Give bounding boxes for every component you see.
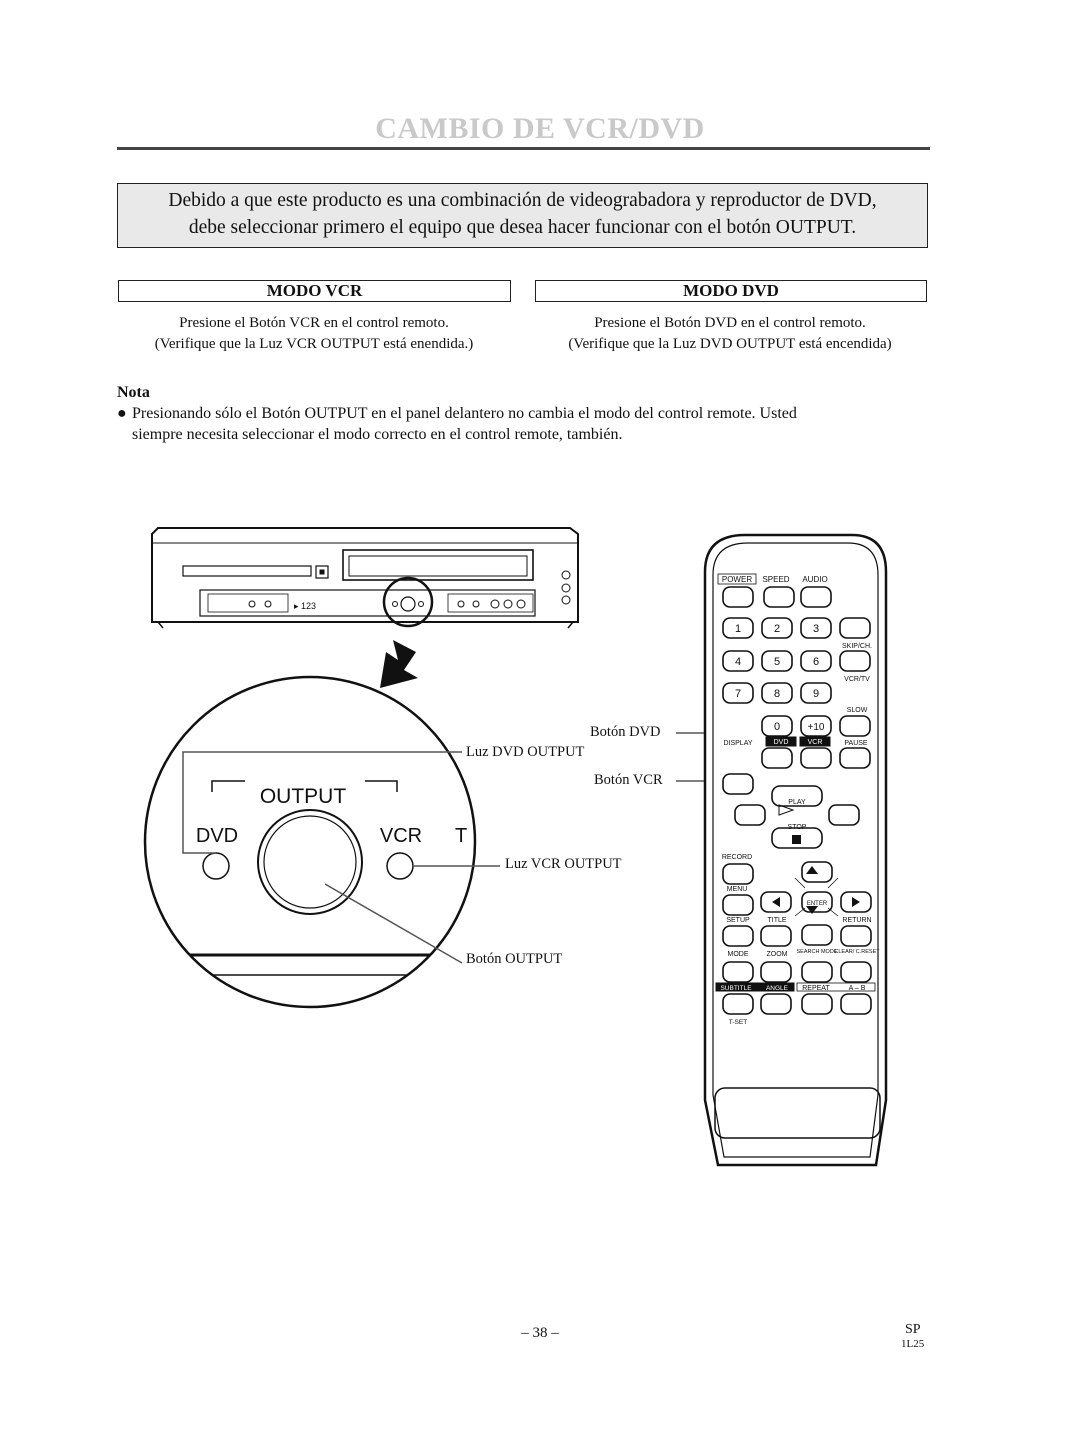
callout-boton-dvd: Botón DVD: [590, 724, 661, 740]
remote-pause: PAUSE: [844, 740, 868, 747]
remote-skip: SKIP/CH.: [842, 643, 872, 650]
modo-dvd-text: Presione el Botón DVD en el control remo…: [515, 313, 945, 355]
remote-4: 4: [735, 656, 741, 668]
remote-9: 9: [813, 688, 819, 700]
note-heading: Nota: [117, 384, 150, 401]
remote-power: POWER: [722, 575, 752, 584]
modo-vcr-line-2: (Verifique que la Luz VCR OUTPUT está en…: [154, 336, 474, 352]
remote-5: 5: [774, 656, 780, 668]
callout-boton-output: Botón OUTPUT: [466, 951, 563, 967]
modo-vcr-text: Presione el Botón VCR en el control remo…: [100, 313, 528, 355]
remote-1: 1: [735, 623, 741, 635]
zoom-dvd-label: DVD: [196, 825, 238, 847]
note-bullet: ●: [117, 405, 127, 422]
remote-audio: AUDIO: [802, 575, 827, 584]
remote-mode: MODE: [728, 951, 749, 958]
remote-play: PLAY: [788, 799, 806, 806]
remote-search-mode: SEARCH MODE: [797, 949, 838, 955]
remote-speed: SPEED: [762, 575, 789, 584]
svg-text:▸ 123: ▸ 123: [294, 601, 316, 611]
modo-vcr-line-1: Presione el Botón VCR en el control remo…: [179, 315, 449, 331]
remote-8: 8: [774, 688, 780, 700]
remote-3: 3: [813, 623, 819, 635]
intro-line-2: debe seleccionar primero el equipo que d…: [188, 217, 857, 238]
remote-dvd: DVD: [774, 739, 789, 746]
page-title: CAMBIO DE VCR/DVD: [375, 112, 705, 145]
zoom-vcr-label: VCR: [380, 825, 422, 847]
remote-record: RECORD: [722, 854, 752, 861]
remote-2: 2: [774, 623, 780, 635]
zoom-arrow: [380, 640, 418, 688]
note-line-1: Presionando sólo el Botón OUTPUT en el p…: [132, 405, 797, 422]
note-line-2: siempre necesita seleccionar el modo cor…: [132, 426, 623, 443]
remote-tset: T-SET: [729, 1019, 747, 1026]
remote-angle: ANGLE: [766, 985, 789, 992]
language-code: SP: [905, 1322, 921, 1337]
modo-dvd-heading: MODO DVD: [535, 280, 927, 302]
remote-6: 6: [813, 656, 819, 668]
zoom-partial-label: T: [455, 825, 467, 847]
remote-menu: MENU: [727, 886, 748, 893]
remote-stop: STOP: [788, 824, 807, 831]
modo-vcr-heading: MODO VCR: [118, 280, 511, 302]
remote-control: POWER SPEED AUDIO 1 2 3 SKIP/CH. 4 5 6 V…: [703, 533, 888, 1167]
zoom-output-label: OUTPUT: [260, 785, 347, 808]
page-number: – 38 –: [521, 1325, 559, 1341]
intro-box: Debido a que este producto es una combin…: [117, 183, 928, 248]
note-body: ● Presionando sólo el Botón OUTPUT en el …: [117, 403, 930, 445]
remote-vcrtv: VCR/TV: [844, 676, 870, 683]
zoom-circle: OUTPUT DVD VCR T: [143, 675, 477, 1009]
title-rule: [117, 147, 930, 150]
remote-return: RETURN: [842, 917, 871, 924]
remote-setup: SETUP: [726, 917, 750, 924]
remote-slow: SLOW: [847, 707, 868, 714]
remote-zoom: ZOOM: [767, 951, 788, 958]
modo-dvd-line-1: Presione el Botón DVD en el control remo…: [594, 315, 866, 331]
remote-7: 7: [735, 688, 741, 700]
callout-luz-dvd-output: Luz DVD OUTPUT: [466, 744, 585, 760]
remote-subtitle: SUBTITLE: [720, 985, 752, 992]
callout-luz-vcr-output: Luz VCR OUTPUT: [505, 856, 622, 872]
remote-repeat: REPEAT: [802, 985, 830, 992]
intro-line-1: Debido a que este producto es una combin…: [168, 190, 877, 211]
callout-boton-vcr: Botón VCR: [594, 772, 663, 788]
vcr-dvd-unit: ▸ 123: [151, 527, 579, 629]
remote-0: 0: [774, 721, 780, 733]
remote-display: DISPLAY: [723, 740, 752, 747]
remote-enter: ENTER: [807, 901, 828, 907]
remote-vcr: VCR: [808, 739, 823, 746]
model-code: 1L25: [901, 1338, 925, 1350]
remote-plus10: +10: [808, 722, 825, 733]
modo-dvd-line-2: (Verifique que la Luz DVD OUTPUT está en…: [568, 336, 892, 352]
remote-clear: CLEAR/ C.RESET: [834, 949, 880, 955]
remote-ab: A – B: [849, 985, 866, 992]
remote-title: TITLE: [767, 917, 786, 924]
